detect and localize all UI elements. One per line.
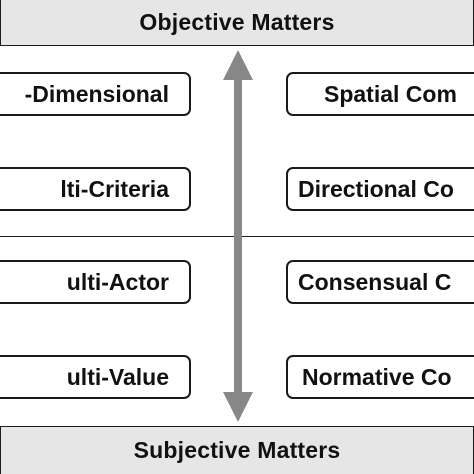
right-box-label: Normative Co [302, 363, 452, 390]
left-box-actor: ulti-Actor [0, 260, 191, 304]
left-box-criteria: lti-Criteria [0, 167, 191, 211]
left-box-dimensional: -Dimensional [0, 72, 191, 116]
left-box-label: lti-Criteria [60, 175, 169, 202]
arrow-head-down [223, 392, 253, 422]
subjective-matters-band: Subjective Matters [0, 426, 474, 474]
right-box-consensual: Consensual C [286, 260, 474, 304]
right-box-label: Spatial Com [324, 80, 457, 107]
double-headed-arrow-icon [223, 50, 253, 422]
arrow-head-up [223, 50, 253, 80]
left-box-label: -Dimensional [24, 80, 169, 107]
left-box-label: ulti-Actor [66, 268, 169, 295]
left-box-label: ulti-Value [66, 363, 169, 390]
right-box-label: Directional Co [298, 175, 454, 202]
objective-matters-label: Objective Matters [139, 9, 335, 35]
right-box-normative: Normative Co [286, 355, 474, 399]
arrow-shaft [234, 74, 242, 398]
right-box-label: Consensual C [298, 268, 452, 295]
right-box-spatial: Spatial Com [286, 72, 474, 116]
subjective-matters-label: Subjective Matters [133, 437, 341, 463]
left-box-value: ulti-Value [0, 355, 191, 399]
right-box-directional: Directional Co [286, 167, 474, 211]
objective-matters-band: Objective Matters [0, 0, 474, 46]
